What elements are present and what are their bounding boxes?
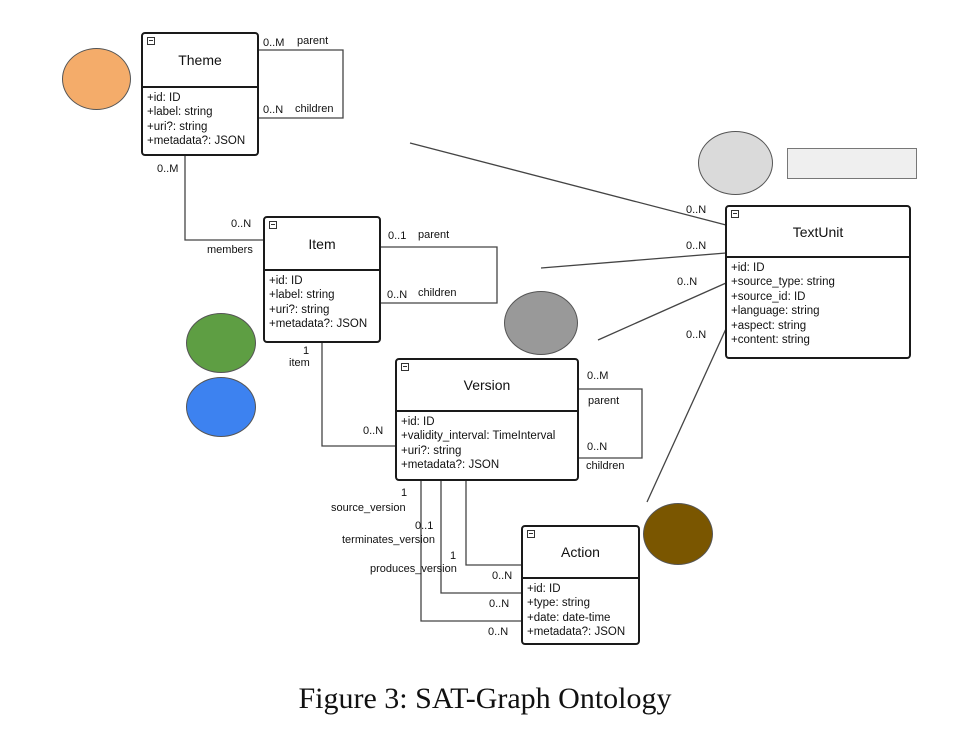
multiplicity-label: 0..M	[157, 163, 179, 175]
multiplicity-label: 0..N	[387, 289, 408, 301]
version-attr: +id: ID	[401, 416, 435, 428]
version-class[interactable]: Version +id: ID +validity_interval: Time…	[395, 358, 579, 481]
multiplicity-label: 0..N	[686, 204, 707, 216]
figure-caption: Figure 3: SAT-Graph Ontology	[298, 682, 672, 715]
version-textunit-edge	[597, 282, 727, 341]
action-class[interactable]: Action +id: ID +type: string +date: date…	[521, 525, 640, 645]
role-label: children	[586, 460, 625, 472]
multiplicity-label: 0..M	[587, 370, 609, 382]
role-label: item	[289, 357, 310, 369]
collapse-icon[interactable]	[269, 221, 277, 229]
theme-attr: +uri?: string	[147, 120, 208, 133]
theme-attr: +label: string	[147, 106, 213, 119]
multiplicity-label: 0..N	[489, 598, 510, 610]
item-attr: +id: ID	[269, 275, 303, 287]
multiplicity-label: 0..N	[587, 441, 608, 453]
role-label: members	[207, 244, 253, 256]
theme-textunit-edge	[409, 142, 727, 226]
multiplicity-label: 0..N	[686, 329, 707, 341]
multiplicity-label: 0..N	[231, 218, 252, 230]
item-class-title: Item	[308, 235, 336, 252]
action-marker	[643, 503, 713, 565]
version-action-edge-2	[440, 480, 522, 594]
textunit-attr: +content: string	[731, 334, 810, 347]
version-action-edge-1	[465, 480, 522, 566]
multiplicity-label: 0..N	[263, 104, 284, 116]
theme-class-title: Theme	[178, 52, 222, 68]
green-marker	[186, 313, 256, 373]
theme-self-edge	[258, 49, 344, 119]
action-attr: +id: ID	[527, 583, 561, 595]
collapse-icon[interactable]	[147, 37, 155, 45]
textunit-attr: +source_type: string	[731, 276, 835, 289]
item-attr: +uri?: string	[269, 303, 330, 316]
multiplicity-label: 0..N	[363, 425, 384, 437]
relation-marker	[504, 291, 578, 355]
role-label: source_version	[331, 502, 406, 514]
textunit-attr: +source_id: ID	[731, 290, 806, 303]
item-self-edge	[380, 246, 498, 304]
theme-attr: +id: ID	[147, 92, 181, 104]
version-attr: +metadata?: JSON	[401, 459, 500, 472]
version-attr: +validity_interval: TimeInterval	[401, 430, 556, 443]
theme-item-edge	[184, 155, 264, 241]
multiplicity-label: 1	[401, 487, 408, 499]
version-class-title: Version	[463, 377, 511, 393]
role-label: parent	[418, 229, 450, 241]
role-label: children	[295, 103, 334, 115]
collapse-icon[interactable]	[401, 363, 409, 371]
role-label: parent	[588, 395, 620, 407]
textunit-swatch	[787, 148, 917, 179]
action-class-title: Action	[561, 544, 600, 560]
textunit-attr: +aspect: string	[731, 319, 807, 332]
role-label: produces_version	[370, 563, 457, 575]
textunit-marker	[698, 131, 773, 195]
textunit-class[interactable]: TextUnit +id: ID +source_type: string +s…	[725, 205, 911, 359]
action-attr: +metadata?: JSON	[527, 626, 626, 639]
theme-marker	[62, 48, 131, 110]
version-action-edge-3	[420, 480, 522, 622]
collapse-icon[interactable]	[731, 210, 739, 218]
theme-attr: +metadata?: JSON	[147, 135, 246, 148]
item-version-edge	[321, 343, 396, 447]
item-class[interactable]: Item +id: ID +label: string +uri?: strin…	[263, 216, 381, 343]
version-self-edge	[578, 388, 643, 459]
item-attr: +metadata?: JSON	[269, 318, 368, 331]
action-attr: +type: string	[527, 597, 590, 610]
collapse-icon[interactable]	[527, 530, 535, 538]
role-label: children	[418, 287, 457, 299]
multiplicity-label: 0..1	[415, 520, 434, 532]
multiplicity-label: 0..N	[677, 276, 698, 288]
version-attr: +uri?: string	[401, 444, 462, 457]
textunit-class-title: TextUnit	[792, 223, 844, 240]
item-attr: +label: string	[269, 289, 335, 302]
multiplicity-label: 0..N	[686, 240, 707, 252]
action-attr: +date: date-time	[527, 611, 611, 624]
theme-class[interactable]: Theme +id: ID +label: string +uri?: stri…	[141, 32, 259, 156]
multiplicity-label: 0..N	[492, 570, 513, 582]
action-textunit-edge	[646, 319, 731, 503]
textunit-attr: +id: ID	[731, 262, 765, 274]
item-textunit-edge	[540, 252, 727, 269]
role-label: parent	[297, 35, 329, 47]
textunit-attr: +language: string	[731, 305, 820, 318]
multiplicity-label: 1	[303, 345, 310, 357]
role-label: terminates_version	[342, 534, 435, 546]
multiplicity-label: 0..1	[388, 230, 407, 242]
multiplicity-label: 1	[450, 550, 457, 562]
multiplicity-label: 0..N	[488, 626, 509, 638]
blue-marker	[186, 377, 256, 437]
multiplicity-label: 0..M	[263, 37, 285, 49]
